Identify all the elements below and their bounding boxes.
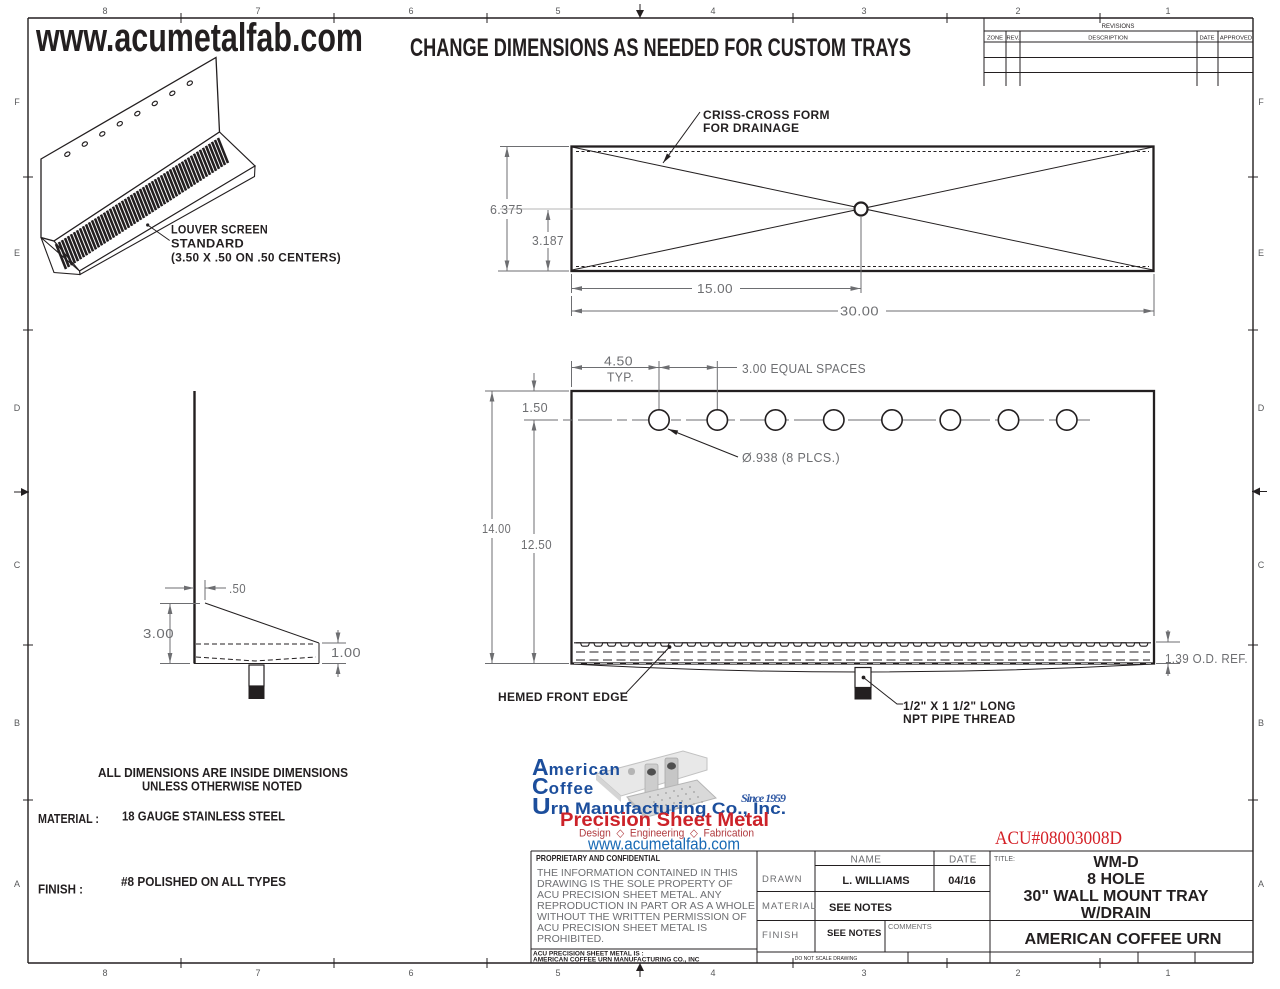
svg-text:1.00: 1.00 [331,645,361,660]
svg-text:1: 1 [1165,6,1170,16]
svg-text:4.50: 4.50 [604,354,633,369]
svg-text:3.00 EQUAL SPACES: 3.00 EQUAL SPACES [742,361,866,376]
svg-text:WM-D: WM-D [1093,854,1138,871]
svg-text:NAME: NAME [851,855,882,866]
svg-text:7: 7 [255,6,260,16]
svg-text:REV.: REV. [1007,36,1020,42]
svg-text:Ø.938 (8 PLCS.): Ø.938 (8 PLCS.) [742,450,840,465]
svg-text:www.acumetalfab.com: www.acumetalfab.com [35,15,363,60]
svg-text:3.00: 3.00 [143,626,174,641]
svg-text:F: F [14,97,20,107]
svg-text:6: 6 [408,6,413,16]
svg-text:C: C [1258,560,1265,570]
svg-text:15.00: 15.00 [697,281,733,296]
svg-text:WITHOUT THE WRITTEN PERMISSION: WITHOUT THE WRITTEN PERMISSION OF [537,911,747,923]
svg-text:DATE: DATE [949,855,977,866]
svg-text:SEE NOTES: SEE NOTES [827,928,881,939]
svg-text:1.50: 1.50 [522,400,548,415]
svg-text:(3.50 X .50 ON .50 CENTERS): (3.50 X .50 ON .50 CENTERS) [171,251,341,265]
svg-text:6.375: 6.375 [490,202,523,217]
svg-text:1: 1 [1165,968,1170,978]
svg-text:2: 2 [1015,968,1020,978]
svg-text:1/2" X 1 1/2" LONG: 1/2" X 1 1/2" LONG [903,699,1016,713]
svg-text:C: C [14,560,21,570]
svg-text:DATE: DATE [1199,36,1214,42]
svg-text:F: F [1258,97,1264,107]
svg-text:3.187: 3.187 [532,233,564,248]
svg-text:2: 2 [1015,6,1020,16]
svg-text:30.00: 30.00 [840,304,879,319]
svg-text:A: A [14,879,20,889]
svg-text:APPROVED: APPROVED [1220,36,1252,42]
svg-text:Precision Sheet Metal: Precision Sheet Metal [560,810,769,831]
svg-text:NPT PIPE THREAD: NPT PIPE THREAD [903,712,1016,726]
svg-text:3: 3 [861,968,866,978]
svg-text:5: 5 [555,6,560,16]
svg-text:30" WALL MOUNT TRAY: 30" WALL MOUNT TRAY [1024,888,1209,905]
svg-text:COMMENTS: COMMENTS [888,922,932,931]
svg-text:8: 8 [102,968,107,978]
svg-text:L. WILLIAMS: L. WILLIAMS [842,875,909,887]
svg-text:TITLE:: TITLE: [994,856,1015,863]
svg-text:7: 7 [255,968,260,978]
svg-text:B: B [1258,718,1264,728]
svg-text:DRAWN: DRAWN [762,874,803,885]
svg-text:B: B [14,718,20,728]
svg-text:8: 8 [102,6,107,16]
svg-text:MATERIAL: MATERIAL [762,901,817,912]
svg-text:AMERICAN COFFEE URN: AMERICAN COFFEE URN [1025,931,1222,948]
svg-text:14.00: 14.00 [482,521,511,536]
svg-text:D: D [14,403,21,413]
svg-text:#8 POLISHED ON ALL TYPES: #8 POLISHED ON ALL TYPES [121,874,286,889]
svg-text:ZONE: ZONE [987,36,1003,42]
svg-text:DO NOT SCALE DRAWING: DO NOT SCALE DRAWING [795,956,858,962]
svg-text:LOUVER SCREEN: LOUVER SCREEN [171,223,268,237]
svg-text:W/DRAIN: W/DRAIN [1081,905,1151,922]
svg-text:E: E [14,248,20,258]
svg-text:HEMED FRONT EDGE: HEMED FRONT EDGE [498,690,628,704]
svg-text:8 HOLE: 8 HOLE [1087,871,1145,888]
svg-text:ACU PRECISION SHEET METAL IS: ACU PRECISION SHEET METAL IS [537,922,707,934]
svg-text:THE INFORMATION CONTAINED IN T: THE INFORMATION CONTAINED IN THIS [537,867,738,879]
svg-text:E: E [1258,248,1264,258]
svg-text:FINISH :: FINISH : [38,882,83,897]
svg-text:REVISIONS: REVISIONS [1102,24,1135,30]
svg-text:UNLESS OTHERWISE NOTED: UNLESS OTHERWISE NOTED [142,779,302,794]
svg-text:www.acumetalfab.com: www.acumetalfab.com [587,836,740,854]
svg-text:FINISH: FINISH [762,930,799,941]
svg-text:PROHIBITED.: PROHIBITED. [537,933,604,945]
svg-text:5: 5 [555,968,560,978]
svg-text:PROPRIETARY AND CONFIDENTIAL: PROPRIETARY AND CONFIDENTIAL [536,853,660,863]
svg-text:ACU#08003008D: ACU#08003008D [995,828,1122,849]
svg-text:STANDARD: STANDARD [171,237,244,251]
svg-text:ACU PRECISION SHEET METAL IS :: ACU PRECISION SHEET METAL IS : [533,951,644,958]
svg-text:CHANGE DIMENSIONS AS NEEDED FO: CHANGE DIMENSIONS AS NEEDED FOR CUSTOM T… [410,34,911,62]
svg-text:ACU PRECISION SHEET METAL. AN: ACU PRECISION SHEET METAL. ANY [537,889,722,901]
svg-text:Design ◇ Engineering ◇ Fab: Design ◇ Engineering ◇ Fabrication [579,828,754,840]
svg-text:REPRODUCTION IN PART OR AS A W: REPRODUCTION IN PART OR AS A WHOLE [537,900,755,912]
svg-text:D: D [1258,403,1265,413]
svg-text:TYP.: TYP. [607,370,634,385]
svg-text:A: A [1258,879,1264,889]
svg-text:CRISS-CROSS FORM: CRISS-CROSS FORM [703,108,830,122]
svg-text:6: 6 [408,968,413,978]
svg-text:4: 4 [710,968,715,978]
svg-text:04/16: 04/16 [948,875,976,887]
svg-text:SEE NOTES: SEE NOTES [829,902,892,914]
svg-text:12.50: 12.50 [521,537,552,552]
svg-text:1.39 O.D. REF.: 1.39 O.D. REF. [1165,651,1248,666]
svg-text:MATERIAL :: MATERIAL : [38,811,99,826]
svg-text:AMERICAN COFFEE URN MANUFACTUR: AMERICAN COFFEE URN MANUFACTURING CO., I… [533,957,700,964]
svg-text:FOR DRAINAGE: FOR DRAINAGE [703,121,799,135]
svg-text:4: 4 [710,6,715,16]
svg-text:18 GAUGE STAINLESS STEEL: 18 GAUGE STAINLESS STEEL [122,809,285,824]
svg-text:DESCRIPTION: DESCRIPTION [1088,36,1128,42]
svg-text:Since 1959: Since 1959 [741,791,786,805]
svg-text:ALL DIMENSIONS ARE INSIDE DIME: ALL DIMENSIONS ARE INSIDE DIMENSIONS [98,765,348,780]
svg-text:DRAWING IS THE SOLE PROPERTY O: DRAWING IS THE SOLE PROPERTY OF [537,878,733,890]
svg-text:3: 3 [861,6,866,16]
svg-text:.50: .50 [229,581,246,596]
